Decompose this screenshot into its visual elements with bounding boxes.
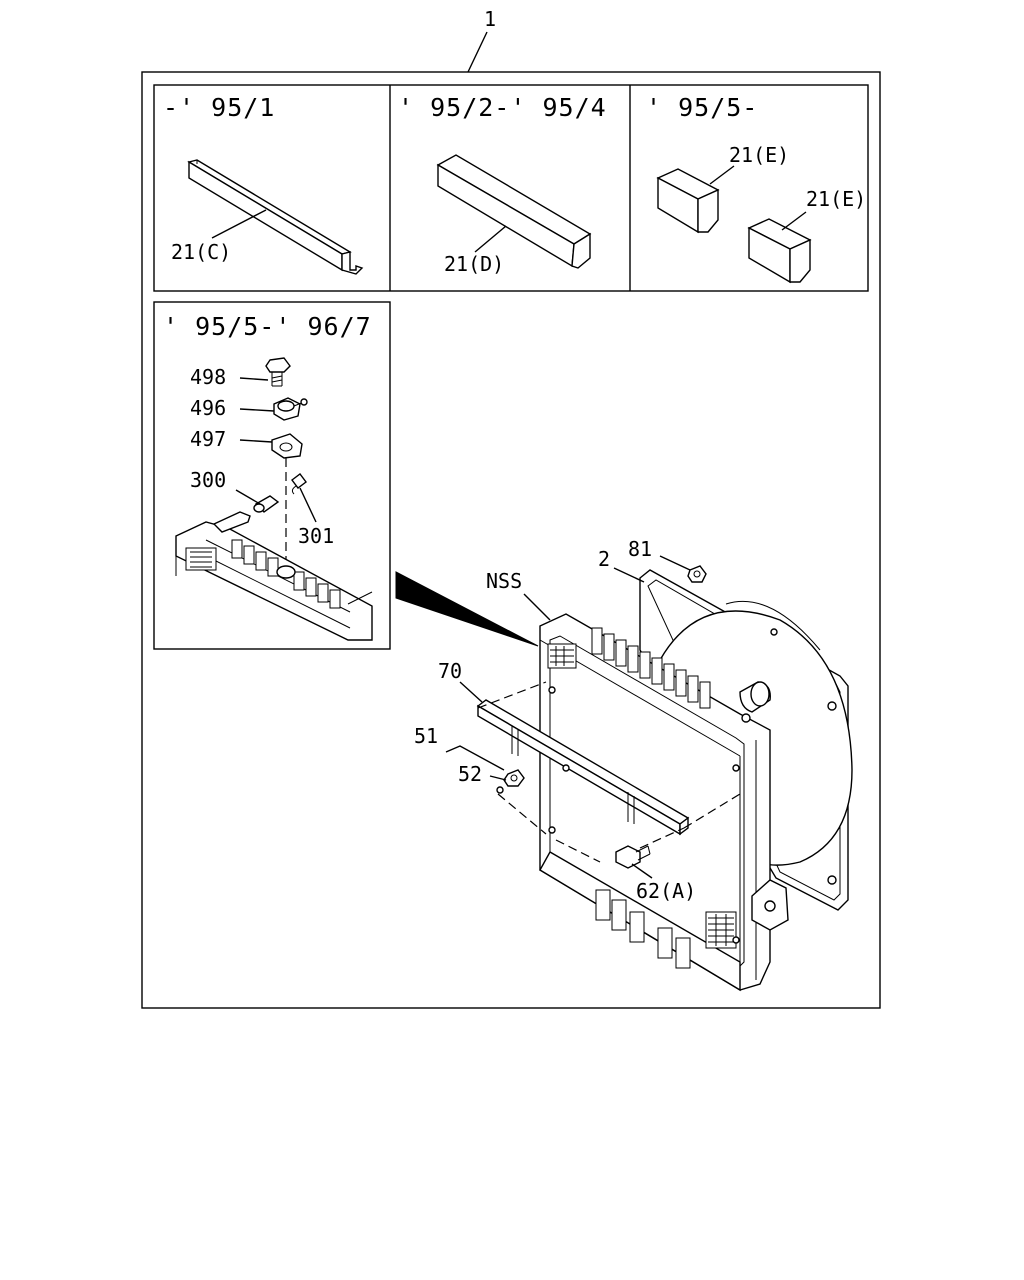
radiator-top-detail [175, 511, 373, 641]
leader-bracket-kit-51 [445, 745, 505, 771]
leader-21c [211, 209, 267, 239]
label-21c: 21(C) [171, 240, 231, 264]
inset-border [153, 301, 391, 650]
seal-strip-21c [187, 159, 364, 275]
seal-pad-21e-upper [656, 168, 720, 234]
seal-pad-21e-lower [747, 218, 812, 284]
gasket-497 [271, 433, 303, 459]
leader-300 [235, 489, 261, 505]
panel-variant-d: ' 95/2-' 95/4 21(D) [398, 93, 607, 276]
label-bracket-70: 70 [438, 659, 462, 683]
label-496: 496 [190, 396, 226, 420]
panel-variant-c: -' 95/1 21(C) [163, 93, 364, 275]
leader-498 [239, 377, 269, 381]
leader-301 [299, 487, 317, 523]
leader-21e-upper [709, 165, 735, 185]
leader-bolt-62a [631, 863, 653, 879]
leader-shroud-2 [613, 567, 645, 583]
inset-panel: ' 95/5-' 96/7 498 496 497 [153, 301, 391, 650]
label-300: 300 [190, 468, 226, 492]
inset-period: ' 95/5-' 96/7 [163, 312, 372, 341]
leader-21e-lower [781, 211, 807, 231]
leader-21d [474, 225, 507, 253]
nut-81 [687, 565, 707, 583]
label-21e-upper: 21(E) [729, 143, 789, 167]
leader-assembly-1 [467, 31, 488, 73]
label-shroud-2: 2 [598, 547, 610, 571]
pin-300 [253, 495, 280, 513]
variant-panels-border [153, 84, 869, 292]
assembly-line [683, 793, 741, 829]
panel-c-period: -' 95/1 [163, 93, 275, 122]
leader-bracket-70 [459, 681, 483, 703]
callout-assembly-1: 1 [484, 7, 496, 31]
label-bolt-62a: 62(A) [636, 879, 696, 903]
radiator-core [539, 613, 789, 992]
panel-e-period: ' 95/5- [646, 93, 758, 122]
assembly-line [555, 839, 601, 863]
label-498: 498 [190, 365, 226, 389]
panel-variant-e: ' 95/5- 21(E) 21(E) [646, 93, 866, 284]
label-497: 497 [190, 427, 226, 451]
bracket-70 [476, 699, 690, 836]
radiator-assembly [476, 565, 853, 992]
label-21d: 21(D) [444, 252, 504, 276]
label-21e-lower: 21(E) [806, 187, 866, 211]
assembly-frame [141, 71, 881, 1009]
clip-301 [291, 473, 307, 495]
label-bracket-kit-51: 51 [414, 724, 438, 748]
assembly-line [477, 681, 547, 709]
leader-nut-52 [489, 775, 507, 781]
seal-block-21d [436, 154, 592, 269]
cap-496 [273, 397, 308, 421]
bolt-498 [265, 357, 291, 387]
label-nss: NSS [486, 569, 522, 593]
nut-52 [496, 769, 525, 794]
assembly-line [497, 793, 547, 835]
leader-496 [239, 408, 275, 412]
variant-panels [153, 84, 869, 292]
inset-pointer [395, 571, 539, 647]
leader-nss [523, 593, 551, 621]
label-nut-52: 52 [458, 762, 482, 786]
panel-d-period: ' 95/2-' 95/4 [398, 93, 607, 122]
leader-nut-81 [659, 555, 691, 571]
bolt-62a [615, 845, 651, 869]
leader-497 [239, 439, 273, 443]
assembly-line [639, 827, 685, 849]
label-nut-81: 81 [628, 537, 652, 561]
label-301: 301 [298, 524, 334, 548]
